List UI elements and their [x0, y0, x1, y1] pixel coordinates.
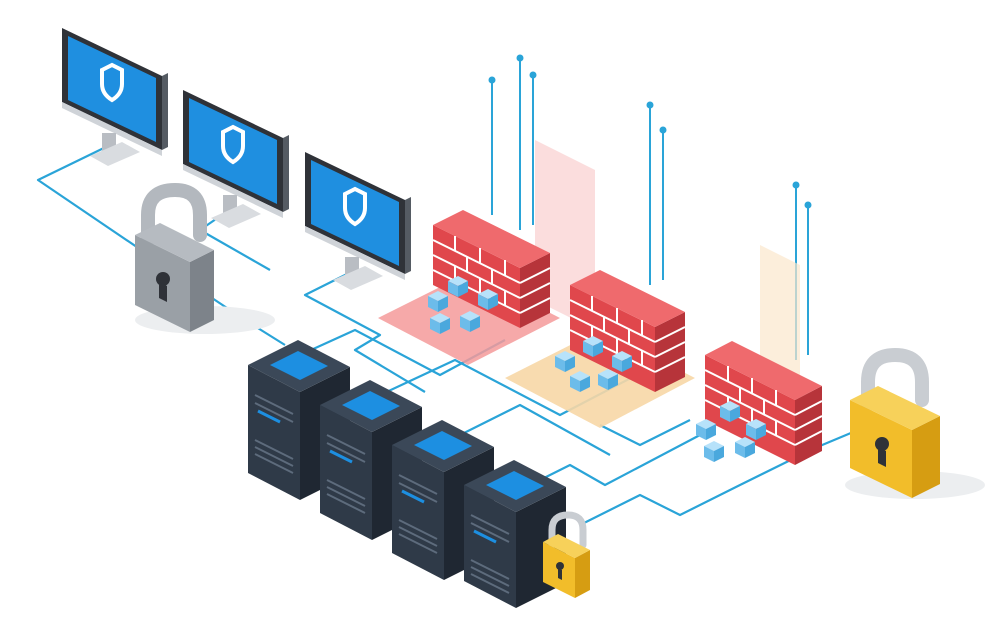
keyhole-icon: [556, 562, 564, 580]
padlock-gray-icon: [135, 182, 275, 334]
cable-firewall-links: [599, 419, 691, 447]
keyhole-icon: [156, 272, 170, 302]
data-cube-icon: [704, 441, 724, 462]
cable-to-gold-lock: [579, 423, 871, 526]
firewall-3: [704, 341, 823, 465]
cable-server-net3: [449, 403, 611, 456]
firewall-1: [432, 210, 551, 328]
padlock-large-gold-icon: [845, 347, 985, 499]
cable-monitor3: [303, 269, 426, 393]
keyhole-icon: [875, 437, 889, 467]
monitor-3: [303, 150, 413, 292]
padlock-small-gold-icon: [543, 511, 590, 598]
monitor-1: [60, 26, 170, 168]
firewall-2: [569, 270, 686, 392]
